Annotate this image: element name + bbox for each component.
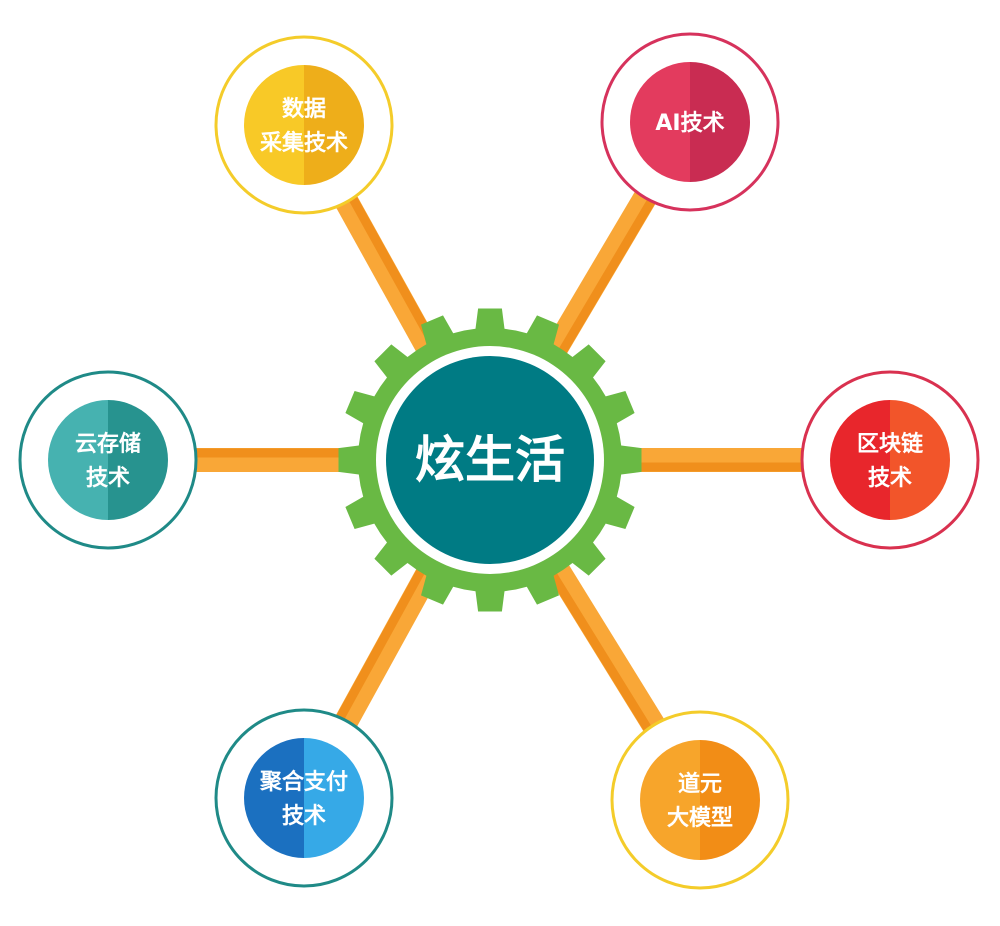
node-label: 道元	[678, 771, 722, 797]
node-label: 聚合支付	[259, 769, 348, 795]
node-disc	[244, 65, 364, 185]
node-disc	[48, 400, 168, 520]
node-label: 数据	[282, 96, 326, 122]
node-label: 区块链	[857, 431, 923, 457]
node-label: 云存储	[75, 431, 141, 457]
node-label: 技术	[86, 466, 130, 491]
node-disc	[640, 740, 760, 860]
node-label: 技术	[868, 466, 912, 491]
node-label: 采集技术	[260, 130, 348, 156]
node-ai: AI技术	[600, 32, 780, 212]
hub: 炫生活	[338, 308, 642, 612]
hub-core	[386, 356, 594, 564]
node-label: 技术	[282, 804, 326, 829]
node-disc	[630, 62, 750, 182]
node-disc	[830, 400, 950, 520]
hub-label: 炫生活	[415, 431, 565, 489]
node-disc	[244, 738, 364, 858]
node-label: AI技术	[655, 111, 724, 136]
node-label: 大模型	[667, 806, 733, 831]
